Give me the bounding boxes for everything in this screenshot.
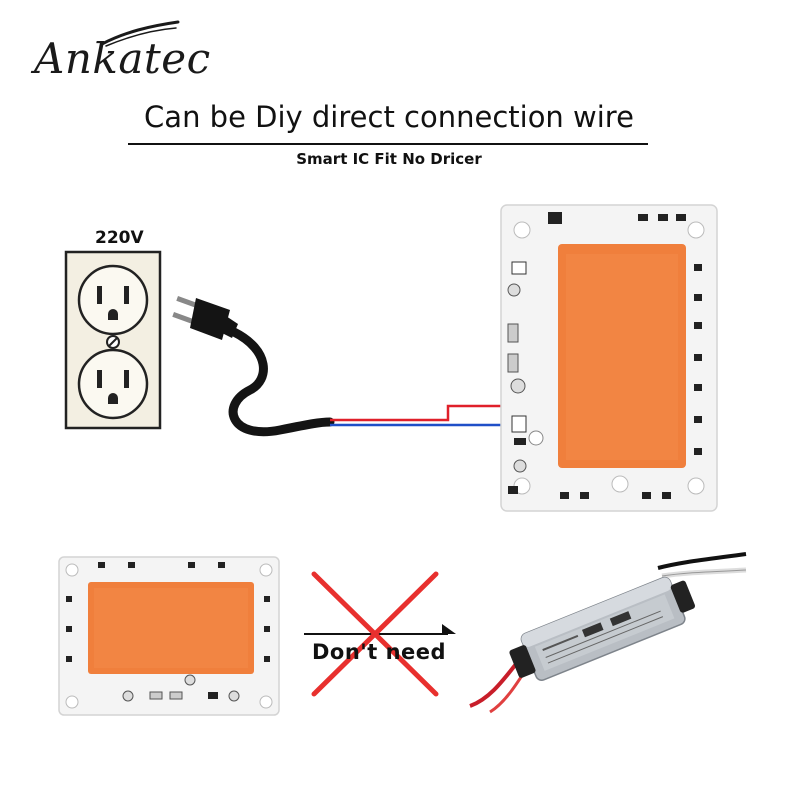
dont-need-label: Don't need xyxy=(312,640,447,664)
page-subtitle: Smart IC Fit No Dricer xyxy=(296,150,482,168)
voltage-label: 220V xyxy=(95,228,144,248)
brand-logo: Ankatec xyxy=(34,34,211,83)
title-divider xyxy=(128,143,648,145)
page-title: Can be Diy direct connection wire xyxy=(144,100,634,134)
brand-swoosh-icon xyxy=(100,20,180,47)
dont-need-graphic xyxy=(304,571,456,697)
plug-cable-diagram xyxy=(172,296,515,437)
wall-outlet-icon xyxy=(64,250,162,430)
led-cob-board-small xyxy=(58,556,280,716)
led-cob-board xyxy=(500,204,718,512)
led-driver-icon xyxy=(469,552,747,714)
